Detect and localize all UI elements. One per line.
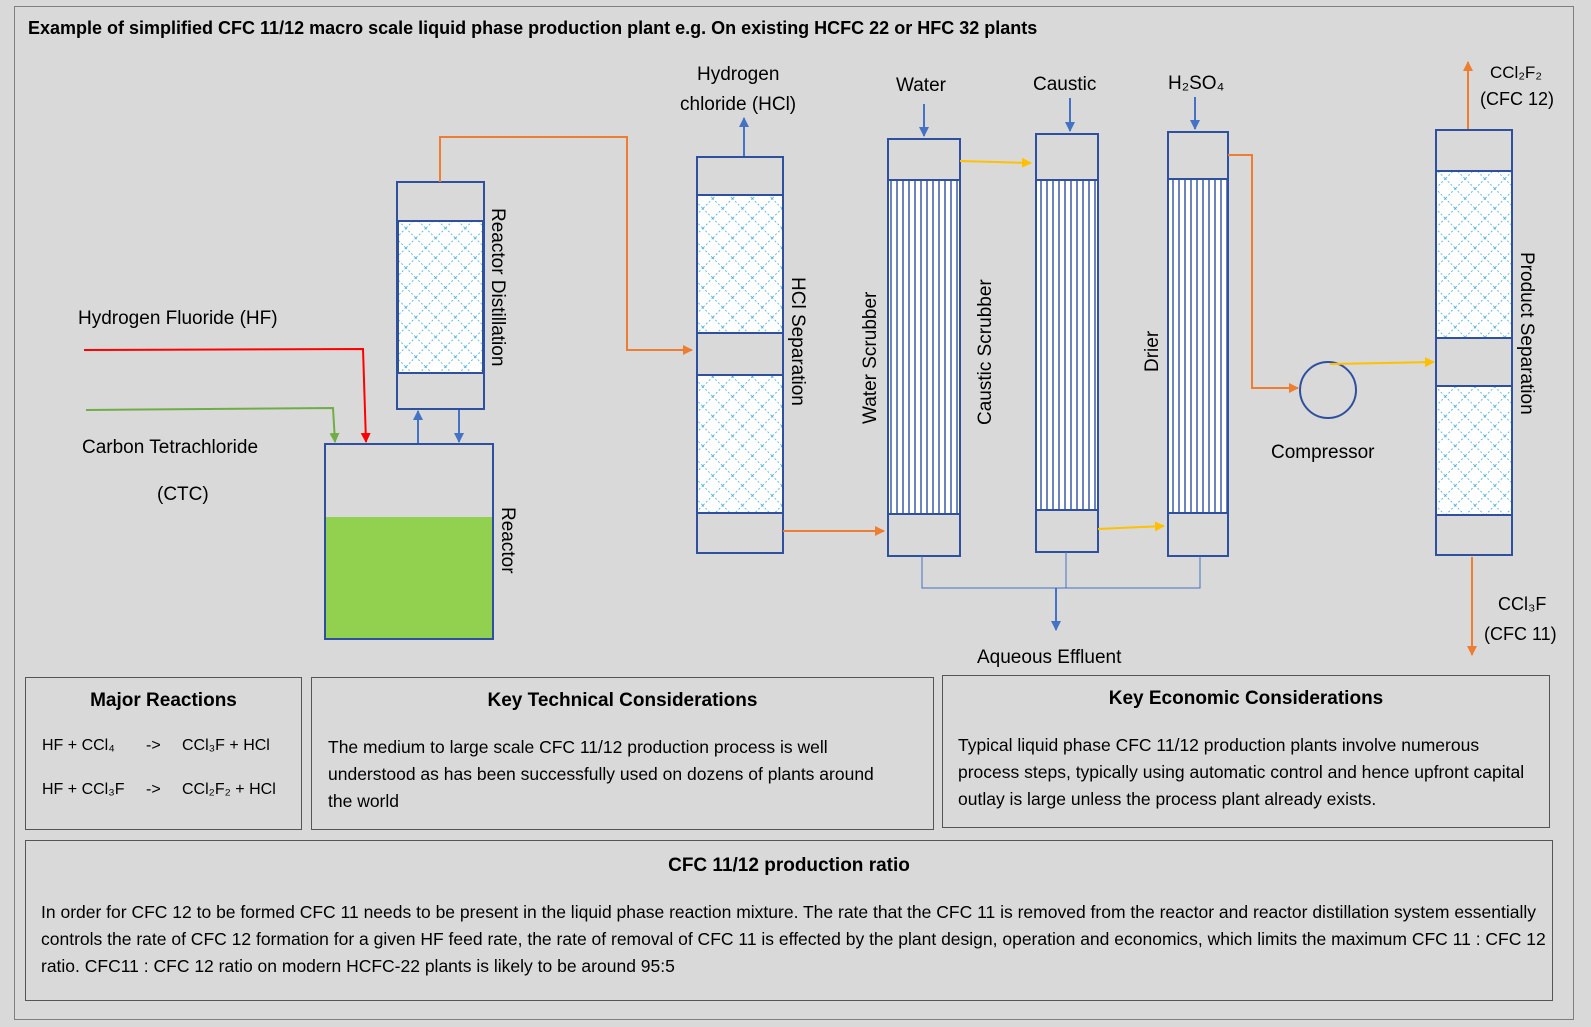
- hcl-separation-label: HCl Separation: [787, 277, 808, 406]
- product-separation-column: [1435, 129, 1513, 556]
- ctc-label: Carbon Tetrachloride: [82, 437, 258, 458]
- economic-text: Typical liquid phase CFC 11/12 productio…: [958, 735, 1525, 809]
- reaction-2-rhs: CCl₂F₂ + HCl: [182, 781, 276, 798]
- water-scrubber-label: Water Scrubber: [860, 291, 881, 424]
- figure-frame: [14, 6, 1574, 1020]
- production-ratio-box: CFC 11/12 production ratio In order for …: [25, 840, 1553, 1001]
- reaction-1-arrow: ->: [146, 737, 161, 754]
- drier-label: Drier: [1142, 330, 1163, 372]
- ctc-feed-line: [85, 406, 340, 443]
- technical-heading: Key Technical Considerations: [487, 690, 758, 711]
- distillation-overhead-line: [439, 136, 693, 355]
- reactor-distillation-column: [396, 181, 485, 410]
- ctc-abbrev-label: (CTC): [157, 484, 209, 505]
- aqueous-effluent-label: Aqueous Effluent: [977, 647, 1122, 668]
- drier-to-compressor-line: [1228, 154, 1299, 393]
- reactor-vessel: [324, 443, 494, 640]
- cfc11-formula-label: CCl₃F: [1498, 594, 1546, 614]
- economic-considerations-box: Key Economic Considerations Typical liqu…: [942, 675, 1550, 828]
- caustic-scrubber-label: Caustic Scrubber: [975, 279, 996, 425]
- hf-label: Hydrogen Fluoride (HF): [78, 308, 278, 329]
- compressor: [1299, 361, 1357, 419]
- compressor-label: Compressor: [1271, 442, 1375, 463]
- reaction-2-lhs: HF + CCl₃F: [42, 781, 125, 798]
- technical-text: The medium to large scale CFC 11/12 prod…: [328, 737, 874, 811]
- drier-column: [1167, 131, 1229, 557]
- reaction-2-arrow: ->: [146, 781, 161, 798]
- hf-feed-line: [83, 347, 371, 443]
- hcl-out-label-line1: Hydrogen: [697, 64, 779, 85]
- hcl-separation-column: [696, 156, 784, 554]
- cfc11-name-label: (CFC 11): [1484, 624, 1557, 644]
- caustic-to-drier-line: [1097, 521, 1165, 532]
- reaction-1-rhs: CCl₃F + HCl: [182, 737, 270, 754]
- cfc12-formula-label: CCl₂F₂: [1490, 63, 1542, 82]
- major-reactions-heading: Major Reactions: [90, 690, 237, 711]
- product-separation-label: Product Separation: [1516, 252, 1537, 415]
- reaction-1-lhs: HF + CCl₄: [42, 737, 115, 754]
- water-label: Water: [896, 75, 947, 96]
- cfc12-name-label: (CFC 12): [1480, 89, 1554, 109]
- compressor-to-product-line: [1329, 357, 1435, 368]
- water-to-caustic-line: [959, 157, 1032, 168]
- ratio-heading: CFC 11/12 production ratio: [668, 855, 910, 876]
- reaction-1: HF + CCl₄ -> CCl₃F + HCl: [42, 737, 270, 755]
- reactor-distillation-label: Reactor Distillation: [487, 208, 508, 366]
- page-title: Example of simplified CFC 11/12 macro sc…: [28, 18, 1038, 38]
- reactor-label: Reactor: [497, 507, 518, 574]
- caustic-label: Caustic: [1033, 74, 1096, 95]
- water-scrubber-column: [887, 138, 961, 557]
- technical-considerations-box: Key Technical Considerations The medium …: [311, 677, 934, 830]
- h2so4-label: H₂SO₄: [1168, 73, 1225, 94]
- aqueous-effluent-header: [921, 556, 1201, 589]
- economic-heading: Key Economic Considerations: [1108, 688, 1384, 709]
- process-flow-diagram: Hydrogen Fluoride (HF) Carbon Tetrachlor…: [78, 61, 1557, 668]
- hcl-out-label-line2: chloride (HCl): [680, 94, 796, 115]
- major-reactions-box: Major Reactions HF + CCl₄ -> CCl₃F + HCl H…: [25, 677, 302, 830]
- reaction-2: HF + CCl₃F -> CCl₂F₂ + HCl: [42, 781, 276, 799]
- ratio-text: In order for CFC 12 to be formed CFC 11 …: [41, 902, 1546, 976]
- caustic-scrubber-column: [1035, 133, 1099, 553]
